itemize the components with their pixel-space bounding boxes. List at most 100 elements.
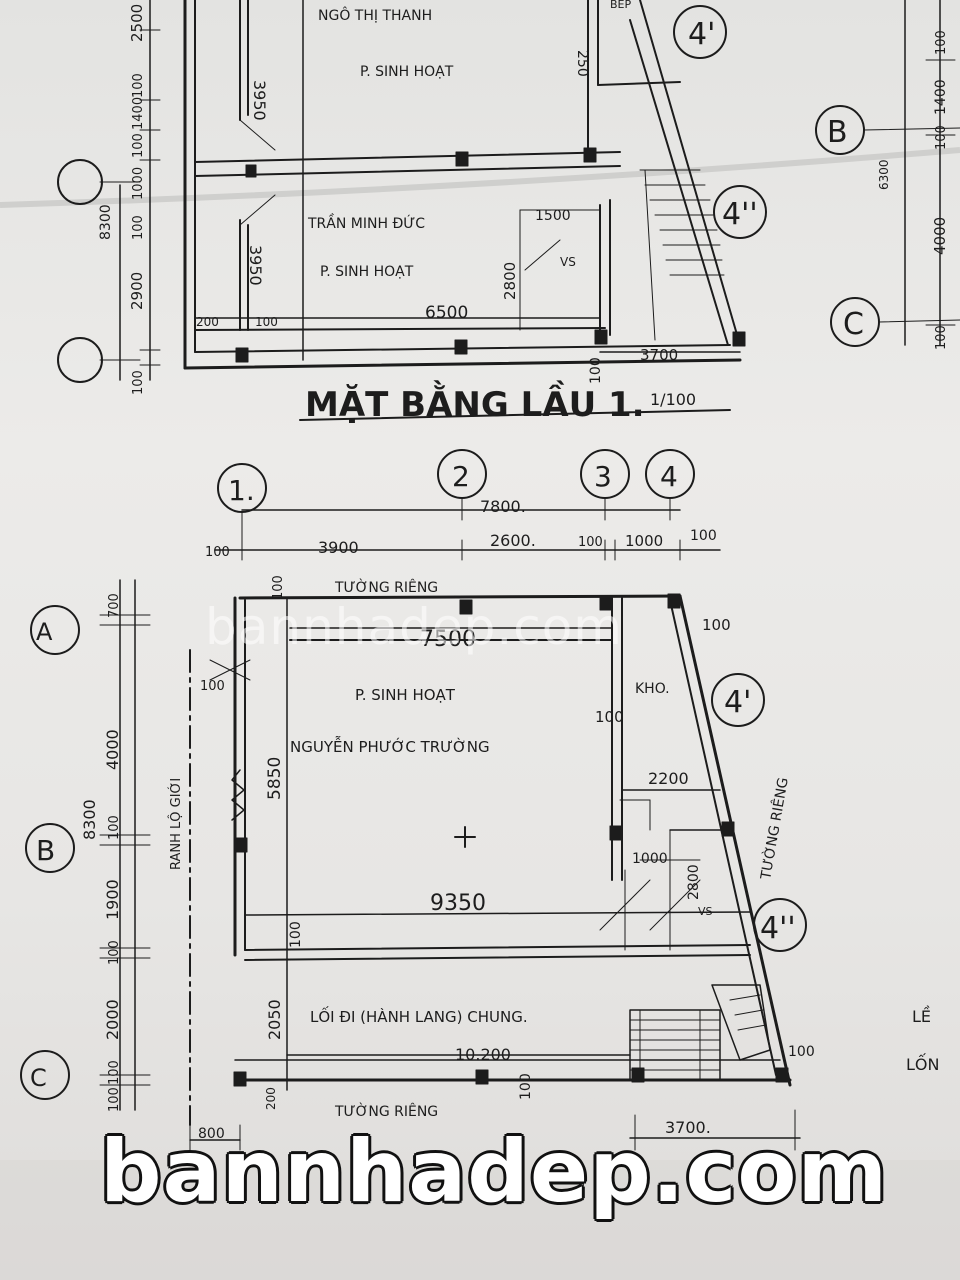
ranh-lo-gioi: RANH LỘ GIỚI bbox=[168, 778, 184, 870]
dim-100-topleft: 100 bbox=[200, 679, 225, 694]
dim-100-right: 100 bbox=[690, 528, 717, 544]
axis-2: 2 bbox=[452, 460, 470, 493]
dim-100-b: 100 bbox=[131, 133, 146, 158]
dim-100-g: 100 bbox=[788, 1044, 815, 1060]
watermark-small: bannhadep.com bbox=[205, 598, 624, 656]
axis-4-dprime-top: 4'' bbox=[722, 197, 758, 232]
le-label: LỀ bbox=[912, 1005, 931, 1026]
top-plan-scale: 1/100 bbox=[650, 390, 696, 409]
dim-2800-top: 2800 bbox=[501, 262, 519, 300]
dim-100-kho: 100 bbox=[595, 708, 624, 726]
dim-3700-top: 3700 bbox=[640, 346, 678, 364]
dim-200: 200 bbox=[196, 315, 219, 329]
dim-2200: 2200 bbox=[648, 769, 689, 788]
top-plan bbox=[57, 0, 767, 421]
room-b-label: P. SINH HOẠT bbox=[320, 264, 414, 280]
bottom-shadow bbox=[0, 1160, 960, 1280]
dim-7800: 7800. bbox=[480, 497, 526, 516]
dim-8300-top: 8300 bbox=[98, 204, 114, 240]
watermark-big: bannhadep.com bbox=[100, 1122, 889, 1222]
axis-4-prime: 4' bbox=[724, 685, 751, 720]
dim-1000: 1000 bbox=[131, 167, 146, 200]
vdim-100-d: 100 bbox=[107, 1087, 122, 1112]
room-label: P. SINH HOẠT bbox=[355, 686, 456, 704]
dim-6300: 6300 bbox=[877, 159, 891, 190]
axis-a: A bbox=[36, 618, 53, 646]
top-plan-title: MẶT BẰNG LẦU 1. bbox=[305, 380, 645, 425]
dim-100-right-c: 100 bbox=[934, 325, 949, 350]
bottom-plan bbox=[20, 449, 807, 1151]
vdim-1900: 1900 bbox=[103, 879, 122, 920]
axis-3: 3 bbox=[594, 460, 612, 493]
vdim-4000: 4000 bbox=[103, 729, 122, 770]
owner-a-label: NGÔ THỊ THANH bbox=[318, 6, 432, 24]
dim-100-right-a: 100 bbox=[934, 30, 949, 55]
axis-4: 4 bbox=[660, 460, 678, 493]
dim-2050: 2050 bbox=[265, 999, 284, 1040]
axis-c-right: C bbox=[843, 307, 864, 342]
dim-9350: 9350 bbox=[430, 891, 486, 916]
dim-1500: 1500 bbox=[535, 208, 571, 224]
dim-100-c: 100 bbox=[131, 215, 146, 240]
dim-2800: 2800 bbox=[686, 864, 702, 900]
tuong-rieng-bottom: TƯỜNG RIÊNG bbox=[334, 1102, 438, 1120]
dim-4000-right: 4000 bbox=[931, 217, 949, 255]
dim-800: 800 bbox=[198, 1126, 225, 1142]
dim-100-e: 100 bbox=[255, 315, 278, 329]
top-plan-text: NGÔ THỊ THANH P. SINH HOẠT TRẦN MINH ĐỨC… bbox=[98, 0, 758, 425]
dim-6500: 6500 bbox=[425, 303, 468, 323]
dim-100-a: 100 bbox=[131, 73, 146, 98]
axis-b-right: B bbox=[827, 115, 848, 150]
bep-label: BẾP bbox=[610, 0, 631, 11]
dim-1400: 1400 bbox=[131, 97, 146, 130]
dim-100-stair: 100 bbox=[518, 1073, 534, 1100]
tuong-rieng-side: TƯỜNG RIÊNG bbox=[756, 776, 792, 882]
vs-label: VS bbox=[560, 255, 576, 269]
kho-label: KHO. bbox=[635, 681, 670, 697]
dim-100-d: 100 bbox=[131, 370, 146, 395]
paper-fold bbox=[0, 147, 960, 208]
axis-4-prime-top: 4' bbox=[688, 17, 715, 52]
bottom-plan-text: 1. 2 3 4 4' 4'' A B C 7800. 100 3900 260… bbox=[30, 460, 939, 1142]
dim-7500: 7500 bbox=[420, 627, 476, 652]
vdim-700: 700 bbox=[107, 593, 122, 618]
dim-1000-b: 1000 bbox=[632, 851, 668, 867]
owner-b-label: TRẦN MINH ĐỨC bbox=[307, 213, 425, 232]
dim-3950-a: 3950 bbox=[250, 80, 269, 121]
dim-3950-b: 3950 bbox=[246, 245, 265, 286]
axis-4-dprime: 4'' bbox=[760, 911, 796, 946]
owner-label: NGUYỄN PHƯỚC TRƯỜNG bbox=[290, 735, 490, 756]
axis-b: B bbox=[36, 834, 55, 867]
dim-100-f: 100 bbox=[588, 357, 604, 384]
vdim-2000: 2000 bbox=[103, 999, 122, 1040]
vdim-100-b: 100 bbox=[107, 940, 122, 965]
lon-label: LỐN bbox=[906, 1053, 939, 1074]
dim-100-c: 100 bbox=[288, 921, 304, 948]
vdim-8300: 8300 bbox=[80, 799, 99, 840]
dim-3700: 3700. bbox=[665, 1118, 711, 1137]
dim-100-top: 100 bbox=[271, 575, 286, 600]
dim-100-right-b: 100 bbox=[934, 125, 949, 150]
dim-1000-top: 1000 bbox=[625, 532, 663, 550]
right-partial-plan bbox=[815, 0, 960, 347]
dim-2500: 2500 bbox=[128, 4, 146, 42]
tuong-rieng-top: TƯỜNG RIÊNG bbox=[334, 578, 438, 596]
dim-2900: 2900 bbox=[128, 272, 146, 310]
dim-100-wall: 100 bbox=[702, 616, 731, 634]
room-a-label: P. SINH HOẠT bbox=[360, 64, 454, 80]
vdim-100-a: 100 bbox=[107, 815, 122, 840]
dim-200-bottom: 200 bbox=[264, 1087, 278, 1110]
loi-di-label: LỐI ĐI (HÀNH LANG) CHUNG. bbox=[310, 1005, 528, 1026]
dim-3900: 3900 bbox=[318, 538, 359, 557]
dim-10200: 10.200 bbox=[455, 1045, 511, 1064]
axis-c: C bbox=[30, 1064, 47, 1092]
vdim-100-c: 100 bbox=[107, 1060, 122, 1085]
dim-2600: 2600. bbox=[490, 531, 536, 550]
axis-1: 1. bbox=[228, 474, 255, 507]
dim-100-mid: 100 bbox=[578, 535, 603, 550]
dim-5850: 5850 bbox=[265, 757, 285, 800]
dim-100-left: 100 bbox=[205, 545, 230, 560]
vs-bottom: VS bbox=[698, 905, 713, 918]
